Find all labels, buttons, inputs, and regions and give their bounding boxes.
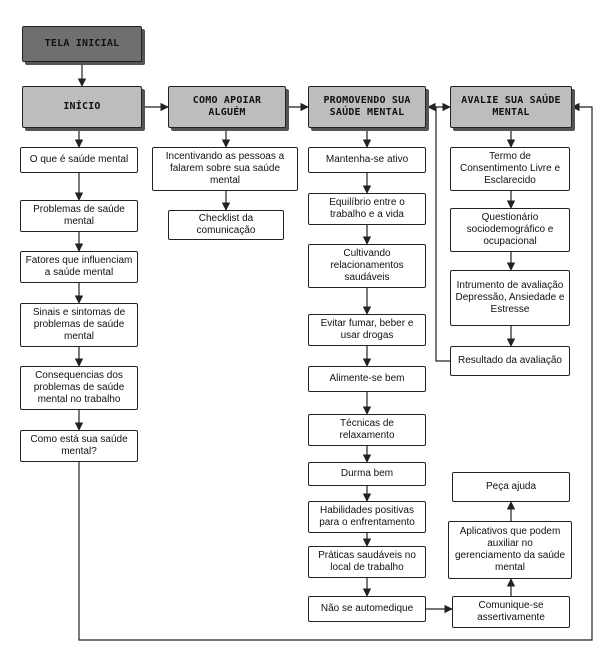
promovendo-item-automedique: Não se automedique <box>308 596 426 622</box>
inicio-item-sinais: Sinais e sintomas de problemas de saúde … <box>20 303 138 347</box>
apoiar-item-incentivando: Incentivando as pessoas a falarem sobre … <box>152 147 298 191</box>
inicio-item-fatores: Fatores que influenciam a saúde mental <box>20 251 138 283</box>
promovendo-item-relaxamento: Técnicas de relaxamento <box>308 414 426 446</box>
avalie-item-termo: Termo de Consentimento Livre e Esclareci… <box>450 147 570 191</box>
tela-inicial-node: TELA INICIAL <box>22 26 142 62</box>
promovendo-item-habilidades: Habilidades positivas para o enfrentamen… <box>308 501 426 533</box>
promovendo-item-durma: Durma bem <box>308 462 426 486</box>
avalie-node: AVALIE SUA SAÚDE MENTAL <box>450 86 572 128</box>
inicio-item-problemas: Problemas de saúde mental <box>20 200 138 232</box>
inicio-node: INÍCIO <box>22 86 142 128</box>
ajuda-item-comunique: Comunique-se assertivamente <box>452 596 570 628</box>
apoiar-item-checklist: Checklist da comunicação <box>168 210 284 240</box>
ajuda-item-aplicativos: Aplicativos que podem auxiliar no gerenc… <box>448 521 572 579</box>
ajuda-item-peca: Peça ajuda <box>452 472 570 502</box>
inicio-item-saude-mental: O que é saúde mental <box>20 147 138 173</box>
promovendo-item-evitar: Evitar fumar, beber e usar drogas <box>308 314 426 346</box>
avalie-item-instrumento: Intrumento de avaliação Depressão, Ansie… <box>450 270 570 326</box>
avalie-item-resultado: Resultado da avaliação <box>450 346 570 376</box>
como-apoiar-node: COMO APOIAR ALGUÉM <box>168 86 286 128</box>
inicio-item-como-esta: Como está sua saúde mental? <box>20 430 138 462</box>
arrow-resultado-to-promovendo <box>427 102 450 362</box>
promovendo-item-relacionamentos: Cultivando relacionamentos saudáveis <box>308 244 426 288</box>
promovendo-item-alimente: Alimente-se bem <box>308 366 426 392</box>
arrow-como-esta-to-avalie <box>78 102 593 641</box>
promovendo-item-ativo: Mantenha-se ativo <box>308 147 426 173</box>
inicio-item-consequencias: Consequencias dos problemas de saúde men… <box>20 366 138 410</box>
promovendo-item-praticas: Práticas saudáveis no local de trabalho <box>308 546 426 578</box>
avalie-item-questionario: Questionário sociodemográfico e ocupacio… <box>450 208 570 252</box>
promovendo-item-equilibrio: Equilíbrio entre o trabalho e a vida <box>308 193 426 225</box>
promovendo-node: PROMOVENDO SUA SAÚDE MENTAL <box>308 86 426 128</box>
